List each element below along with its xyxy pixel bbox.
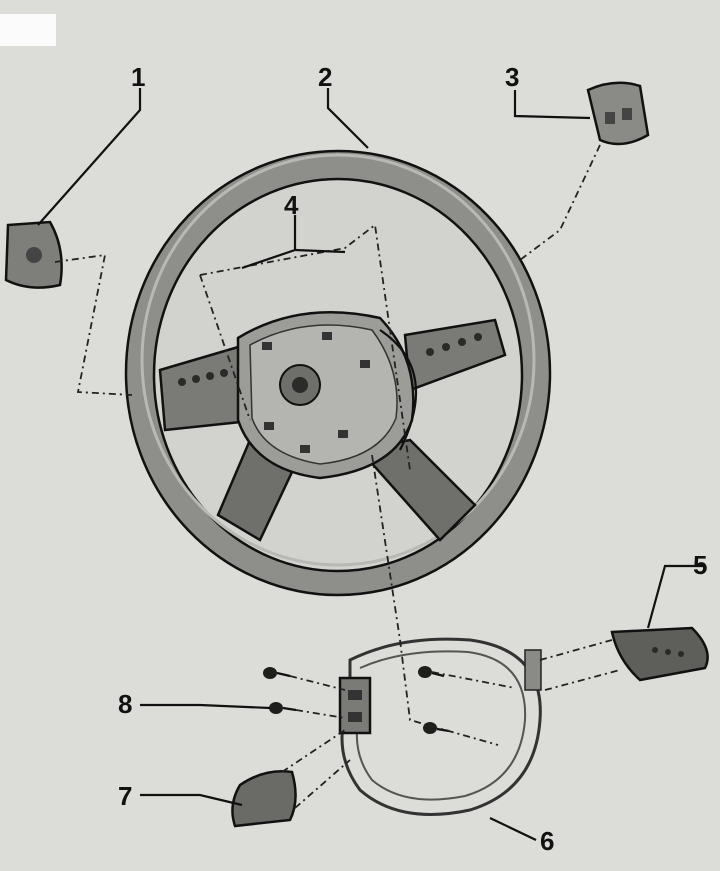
- leader-2: [326, 88, 369, 149]
- line-part1: [54, 253, 133, 396]
- right-trim-buttons: [652, 647, 684, 657]
- harness-loop-inner: [355, 650, 527, 801]
- hub-plate: [249, 324, 398, 465]
- lower-left-trim-cover: [231, 770, 297, 828]
- right-spoke-buttons: [426, 333, 482, 356]
- harness-plug-a: [348, 690, 362, 700]
- line-part7-upper: [281, 729, 346, 773]
- mounting-screws: [263, 666, 450, 734]
- leader-lines: [37, 88, 703, 841]
- hub-bolt: [292, 377, 308, 393]
- leader-5: [646, 564, 703, 629]
- callout-8: 8: [118, 689, 132, 719]
- screw-upper-left: [263, 667, 291, 679]
- hub-wire: [379, 329, 418, 451]
- callout-7: 7: [118, 781, 132, 811]
- callout-6: 6: [540, 826, 554, 856]
- steering-wheel: [124, 149, 552, 597]
- leader-7: [140, 793, 243, 807]
- screw-upper-right: [418, 666, 445, 678]
- hub-mount-holes: [262, 332, 370, 453]
- screw-lower-left: [269, 702, 297, 714]
- upper-switch-key-b: [622, 108, 632, 120]
- callout-3: 3: [505, 62, 519, 92]
- line-part7-lower: [294, 759, 351, 809]
- wheel-rim-highlight: [140, 153, 536, 567]
- leader-1: [37, 88, 142, 226]
- upper-right-switch: [586, 81, 650, 146]
- callout-4: 4: [284, 190, 299, 220]
- leader-8: [140, 703, 271, 710]
- line-part5-lower: [544, 669, 621, 691]
- line-part3: [519, 144, 601, 261]
- line-lower-screws: [371, 454, 499, 746]
- line-part5-upper: [539, 639, 613, 661]
- harness-right-clip: [524, 649, 542, 691]
- leader-3: [513, 90, 591, 120]
- upper-switch-key-a: [605, 112, 615, 124]
- wiring-harness: [338, 637, 542, 816]
- leader-6: [489, 817, 537, 841]
- harness-connector-block: [338, 676, 372, 735]
- line-part4: [199, 223, 411, 471]
- harness-loop-outer: [340, 637, 542, 816]
- harness-plug-b: [348, 712, 362, 722]
- leader-4b: [294, 248, 346, 254]
- line-lower-left-screw: [295, 709, 346, 719]
- assembly-lines: [54, 144, 621, 809]
- callout-5: 5: [693, 550, 707, 580]
- right-trim-cover: [610, 626, 709, 682]
- callout-2: 2: [318, 62, 332, 92]
- line-upper-right-screw: [431, 671, 516, 689]
- line-upper-left-screw: [289, 675, 346, 691]
- callout-1: 1: [131, 62, 145, 92]
- left-spoke-buttons: [178, 369, 228, 386]
- left-switch-button: [26, 247, 42, 263]
- blank-patch: [0, 14, 56, 46]
